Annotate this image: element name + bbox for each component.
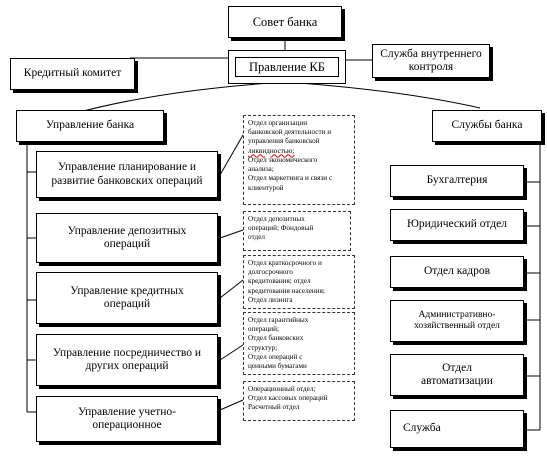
service-other: Служба — [390, 410, 524, 448]
note-line: Отдел гарантийных — [248, 316, 309, 324]
note-line: клиентурой — [248, 183, 284, 192]
service-accounting: Бухгалтерия — [390, 165, 524, 197]
council-box: Совет банка — [228, 6, 342, 38]
note-line: управления банковской — [248, 137, 320, 146]
note-line: анализа; — [248, 165, 274, 174]
service-automation: Отдел автоматизации — [390, 354, 524, 396]
note-line: операций; — [248, 325, 279, 334]
note-line: ликвидностью; — [248, 146, 295, 155]
note-line: Отдел кассовых операций — [248, 394, 328, 403]
note-line: операций; Фондовый — [248, 224, 314, 233]
note-line: долгосрочного — [248, 268, 293, 277]
department-credit: Управление кредитных операций — [36, 272, 218, 324]
note-line: Операционный отдел; — [248, 385, 316, 393]
note-line: отдел — [248, 233, 265, 242]
note-mediation: Отдел гарантийных операций; Отдел банков… — [243, 312, 355, 375]
note-line: Расчетный отдел — [248, 403, 300, 412]
note-accounting-operations: Операционный отдел; Отдел кассовых опера… — [243, 381, 355, 421]
note-line: Отдел депозитных — [248, 215, 305, 223]
service-legal: Юридический отдел — [390, 209, 524, 241]
bank-services-box: Службы банка — [432, 110, 542, 142]
note-line: кредитования; отдел — [248, 277, 311, 286]
note-line: Отдел банковских — [248, 334, 304, 343]
board-outer-box: Правление КБ — [228, 50, 346, 84]
bank-management-box: Управление банка — [16, 110, 164, 142]
note-line: структур; — [248, 343, 278, 352]
note-line: Отдел краткосрочного и — [248, 259, 322, 267]
note-line: Отдел операций с — [248, 352, 303, 361]
note-line: банковской деятельности и — [248, 128, 332, 137]
service-hr: Отдел кадров — [390, 256, 524, 288]
note-line: Отдел экономического — [248, 155, 318, 164]
board-management-line — [71, 81, 286, 115]
note-deposit: Отдел депозитных операций; Фондовый отде… — [243, 211, 351, 251]
note-line: Отдел организации — [248, 119, 308, 127]
credit-committee-box: Кредитный комитет — [10, 58, 135, 90]
service-administrative: Административно-хозяйственный отдел — [390, 300, 524, 342]
note-credit: Отдел краткосрочного и долгосрочного кре… — [243, 255, 355, 309]
note-planning: Отдел организации банковской деятельност… — [243, 115, 355, 205]
note-line: ценными бумагами — [248, 362, 307, 371]
department-planning: Управление планирование и развитие банко… — [36, 151, 218, 198]
internal-control-box: Служба внутреннего контроля — [372, 44, 490, 78]
board-box: Правление КБ — [235, 57, 339, 77]
board-services-line — [284, 81, 481, 109]
note-line: Отдел маркетинга и связи с — [248, 174, 333, 183]
department-deposit: Управление депозитных операций — [36, 213, 218, 263]
note-line: Отдел лизинга — [248, 295, 293, 304]
note-line: кредитования населения; — [248, 286, 325, 295]
department-accounting-operations: Управление учетно-операционное — [36, 396, 218, 442]
department-mediation: Управление посредничество и других опера… — [36, 334, 218, 386]
